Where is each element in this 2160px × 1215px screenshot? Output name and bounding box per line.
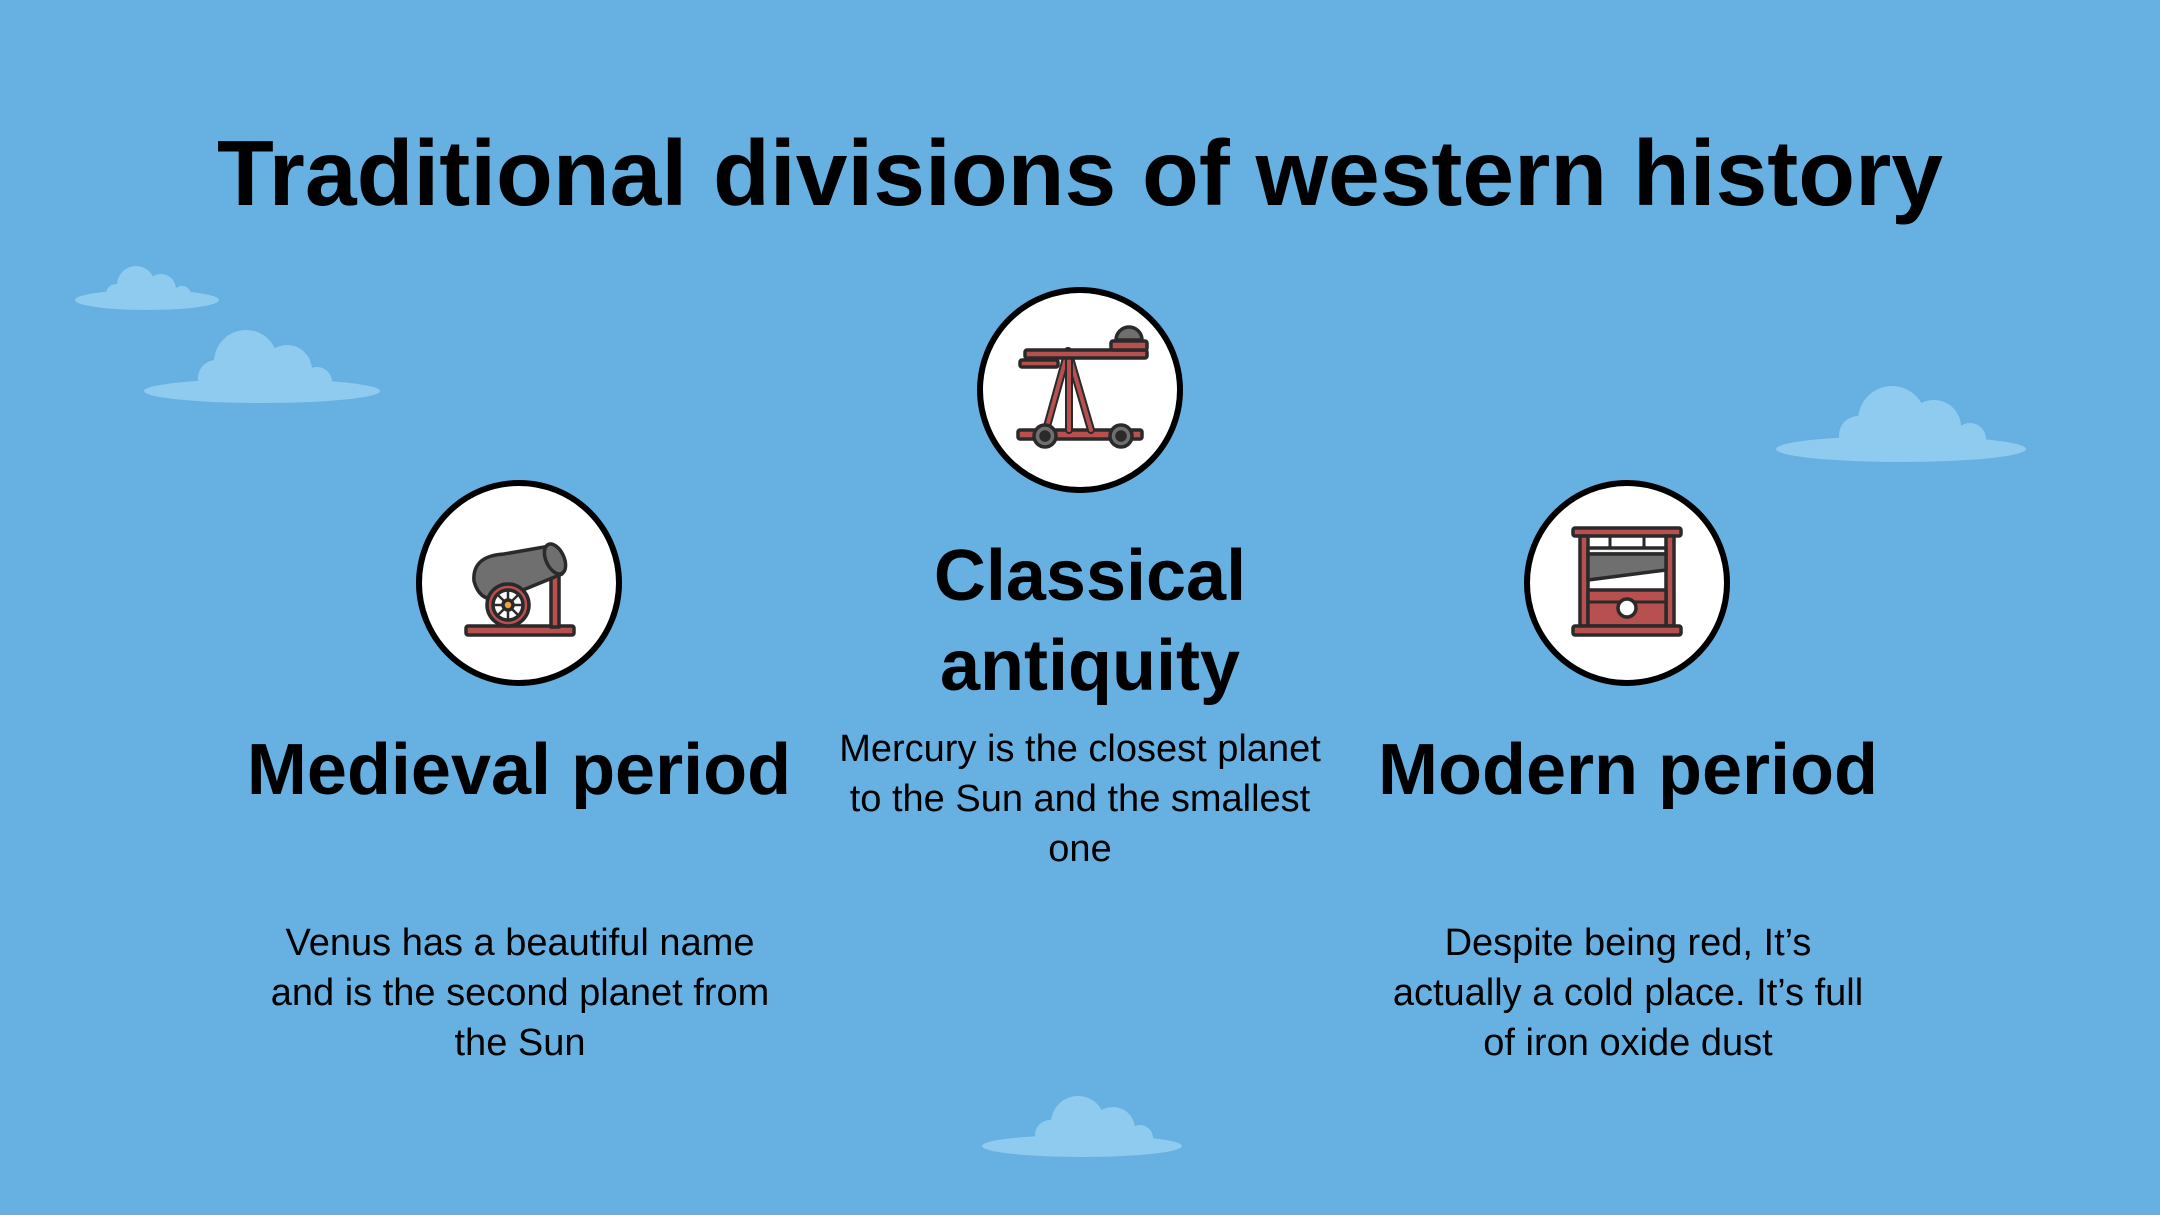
period-description-modern: Despite being red, It’s actually a cold …: [1392, 922, 1864, 1064]
catapult-icon-circle: [977, 287, 1183, 493]
period-heading-medieval: Medieval period: [246, 730, 792, 810]
cloud-decoration: [75, 266, 219, 310]
period-heading-classical: Classical antiquity: [933, 536, 1247, 706]
period-description-medieval: Venus has a beautiful name and is the se…: [270, 922, 770, 1064]
period-heading-modern: Modern period: [1378, 730, 1878, 810]
cloud-decoration: [1776, 386, 2026, 462]
cloud-decoration: [982, 1096, 1182, 1157]
slide-title: Traditional divisions of western history: [217, 121, 1943, 225]
cloud-decoration: [144, 330, 380, 403]
guillotine-icon-circle: [1524, 480, 1730, 686]
guillotine-icon: [1571, 526, 1683, 637]
cannon-icon: [464, 542, 576, 637]
catapult-icon: [1016, 325, 1149, 449]
cannon-icon-circle: [416, 480, 622, 686]
period-description-classical: Mercury is the closest planet to the Sun…: [839, 728, 1321, 870]
